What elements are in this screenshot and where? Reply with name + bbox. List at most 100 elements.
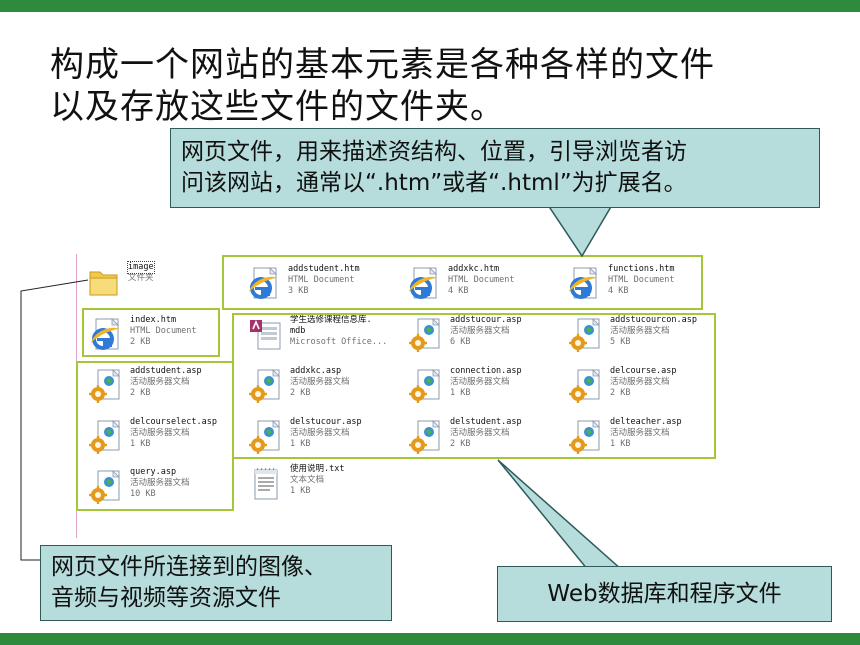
- file-item-addxkc-asp[interactable]: addxkc.asp 活动服务器文档 2 KB: [248, 366, 398, 410]
- file-name-extension: mdb: [290, 326, 306, 336]
- file-item-delstudent-asp[interactable]: delstudent.asp 活动服务器文档 2 KB: [408, 417, 558, 461]
- html-callout-line-2: 问该网站，通常以“.htm”或者“.html”为扩展名。: [181, 170, 687, 196]
- file-name: 学生选修课程信息库.: [290, 315, 372, 325]
- file-type: 活动服务器文档: [450, 377, 510, 387]
- file-type: 活动服务器文档: [130, 478, 190, 488]
- database-programs-callout-box: Web数据库和程序文件: [497, 566, 832, 622]
- file-type: 活动服务器文档: [290, 377, 350, 387]
- file-text: 使用说明.txt 文本文档 1 KB: [290, 464, 344, 497]
- file-size: 6 KB: [450, 337, 471, 347]
- file-name: delstudent.asp: [450, 417, 522, 427]
- file-type: HTML Document: [608, 275, 675, 285]
- file-size: 2 KB: [130, 337, 151, 347]
- file-size: 1 KB: [290, 439, 311, 449]
- file-item-query-asp[interactable]: query.asp 活动服务器文档 10 KB: [88, 467, 228, 511]
- top-callout-tail: [546, 204, 614, 258]
- file-name: image: [127, 261, 155, 274]
- file-item-delteacher-asp[interactable]: delteacher.asp 活动服务器文档 1 KB: [568, 417, 718, 461]
- file-type: 活动服务器文档: [450, 326, 510, 336]
- file-text: addstudent.htm HTML Document 3 KB: [288, 264, 360, 297]
- file-name: delstucour.asp: [290, 417, 362, 427]
- folder-item-image[interactable]: image 文件夹: [86, 261, 196, 306]
- file-type: 活动服务器文档: [610, 428, 670, 438]
- file-text: delteacher.asp 活动服务器文档 1 KB: [610, 417, 682, 450]
- bottom-accent-bar: [0, 633, 860, 645]
- html-callout-box: 网页文件，用来描述资结构、位置，引导浏览者访 问该网站，通常以“.htm”或者“…: [170, 128, 820, 208]
- file-name: query.asp: [130, 467, 177, 477]
- file-type: HTML Document: [130, 326, 197, 336]
- file-text: 学生选修课程信息库. mdb Microsoft Office...: [290, 315, 387, 348]
- file-item-addstudent-asp[interactable]: addstudent.asp 活动服务器文档 2 KB: [88, 366, 228, 410]
- file-size: 5 KB: [610, 337, 631, 347]
- bottom-right-callout-tail: [497, 459, 624, 571]
- file-item-functions-htm[interactable]: functions.htm HTML Document 4 KB: [566, 264, 716, 308]
- resources-callout-box: 网页文件所连接到的图像、 音频与视频等资源文件: [40, 545, 392, 621]
- file-item-delcourse-asp[interactable]: delcourse.asp 活动服务器文档 2 KB: [568, 366, 718, 410]
- file-type: 文件夹: [128, 273, 154, 283]
- file-type: 活动服务器文档: [130, 377, 190, 387]
- image-folder-connector-line: [20, 279, 89, 561]
- file-name: delcourse.asp: [610, 366, 677, 376]
- file-name: addstucourcon.asp: [610, 315, 697, 325]
- file-name: connection.asp: [450, 366, 522, 376]
- file-type: 活动服务器文档: [450, 428, 510, 438]
- file-text: delcourse.asp 活动服务器文档 2 KB: [610, 366, 677, 399]
- file-type: HTML Document: [448, 275, 515, 285]
- file-size: 2 KB: [290, 388, 311, 398]
- file-size: 1 KB: [130, 439, 151, 449]
- file-text: delcourselect.asp 活动服务器文档 1 KB: [130, 417, 217, 450]
- file-text: delstudent.asp 活动服务器文档 2 KB: [450, 417, 522, 450]
- file-text: functions.htm HTML Document 4 KB: [608, 264, 675, 297]
- file-text: addstudent.asp 活动服务器文档 2 KB: [130, 366, 202, 399]
- file-browser-panel: [76, 254, 716, 538]
- file-type: 活动服务器文档: [290, 428, 350, 438]
- file-type: 活动服务器文档: [610, 326, 670, 336]
- file-type: 活动服务器文档: [130, 428, 190, 438]
- file-text: addstucourcon.asp 活动服务器文档 5 KB: [610, 315, 697, 348]
- file-size: 2 KB: [130, 388, 151, 398]
- file-item-course-db-mdb[interactable]: 学生选修课程信息库. mdb Microsoft Office...: [248, 315, 398, 359]
- database-programs-callout-text: Web数据库和程序文件: [547, 581, 782, 607]
- page-title: 构成一个网站的基本元素是各种各样的文件 以及存放这些文件的文件夹。: [50, 44, 830, 128]
- file-text: addxkc.asp 活动服务器文档 2 KB: [290, 366, 350, 399]
- file-name: addxkc.htm: [448, 264, 500, 274]
- file-text: addstucour.asp 活动服务器文档 6 KB: [450, 315, 522, 348]
- file-size: 2 KB: [450, 439, 471, 449]
- file-text: index.htm HTML Document 2 KB: [130, 315, 197, 348]
- file-type: 活动服务器文档: [610, 377, 670, 387]
- file-name: addstudent.asp: [130, 366, 202, 376]
- file-name: delteacher.asp: [610, 417, 682, 427]
- file-text: image 文件夹: [127, 261, 155, 284]
- html-callout-line-1: 网页文件，用来描述资结构、位置，引导浏览者访: [181, 139, 687, 165]
- file-item-addstucourcon-asp[interactable]: addstucourcon.asp 活动服务器文档 5 KB: [568, 315, 718, 359]
- file-type: Microsoft Office...: [290, 337, 388, 347]
- file-type: HTML Document: [288, 275, 355, 285]
- title-line-2: 以及存放这些文件的文件夹。: [50, 87, 505, 127]
- file-size: 1 KB: [610, 439, 631, 449]
- file-size: 4 KB: [448, 286, 469, 296]
- resources-callout-line-2: 音频与视频等资源文件: [51, 585, 281, 611]
- file-name: index.htm: [130, 315, 177, 325]
- file-text: query.asp 活动服务器文档 10 KB: [130, 467, 190, 500]
- file-item-delcourselect-asp[interactable]: delcourselect.asp 活动服务器文档 1 KB: [88, 417, 228, 461]
- file-size: 1 KB: [450, 388, 471, 398]
- file-item-index-htm[interactable]: index.htm HTML Document 2 KB: [88, 315, 218, 359]
- file-name: delcourselect.asp: [130, 417, 217, 427]
- file-size: 4 KB: [608, 286, 629, 296]
- file-item-connection-asp[interactable]: connection.asp 活动服务器文档 1 KB: [408, 366, 558, 410]
- file-name: addxkc.asp: [290, 366, 342, 376]
- file-text: addxkc.htm HTML Document 4 KB: [448, 264, 515, 297]
- file-name: addstucour.asp: [450, 315, 522, 325]
- file-item-addstucour-asp[interactable]: addstucour.asp 活动服务器文档 6 KB: [408, 315, 558, 359]
- file-name: addstudent.htm: [288, 264, 360, 274]
- file-name: 使用说明.txt: [290, 464, 345, 474]
- file-item-delstucour-asp[interactable]: delstucour.asp 活动服务器文档 1 KB: [248, 417, 398, 461]
- file-name: functions.htm: [608, 264, 675, 274]
- file-item-addxkc-htm[interactable]: addxkc.htm HTML Document 4 KB: [406, 264, 556, 308]
- top-accent-bar: [0, 0, 860, 12]
- file-type: 文本文档: [290, 475, 325, 485]
- file-item-readme-txt[interactable]: 使用说明.txt 文本文档 1 KB: [248, 464, 398, 508]
- file-item-addstudent-htm[interactable]: addstudent.htm HTML Document 3 KB: [246, 264, 396, 308]
- file-size: 3 KB: [288, 286, 309, 296]
